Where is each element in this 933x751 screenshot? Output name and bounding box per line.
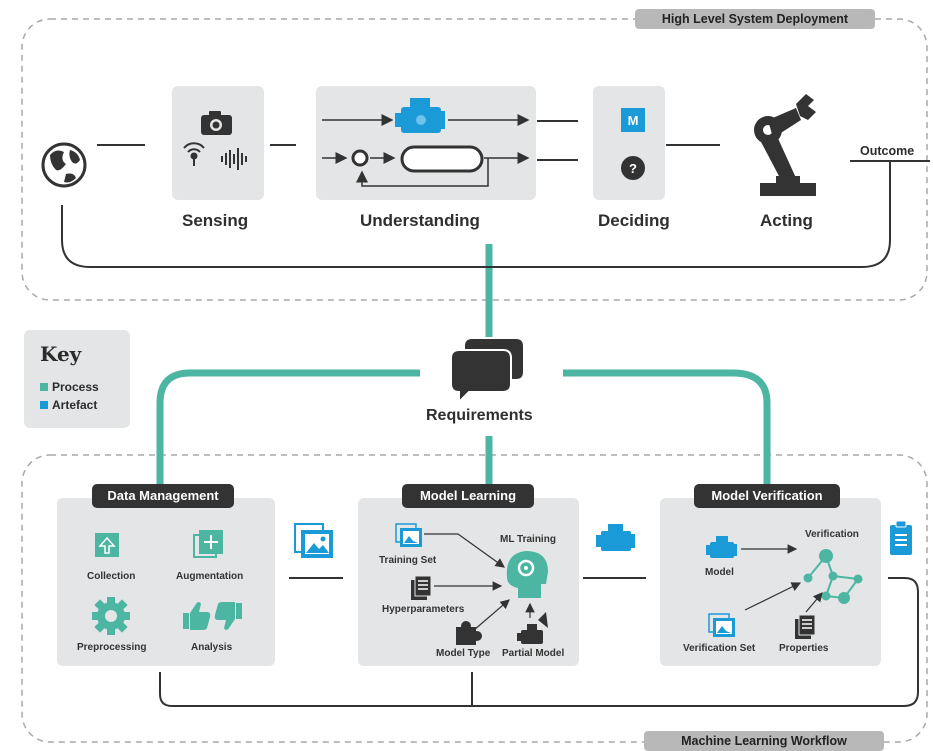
verification-model-icon: [706, 536, 737, 558]
hyperparameters-doc-icon: [411, 575, 432, 600]
model-label: Model: [705, 567, 734, 578]
workflow-section-title: Machine Learning Workflow: [644, 731, 884, 751]
model-learning-header: Model Learning: [402, 484, 534, 508]
decision-badge-text: M: [628, 113, 639, 128]
collection-label: Collection: [87, 571, 136, 582]
deployment-container: [21, 18, 928, 301]
globe-icon: [41, 142, 87, 188]
ml-training-head-icon: [506, 551, 548, 598]
sensing-panel: [172, 86, 264, 200]
understanding-label: Understanding: [360, 211, 480, 230]
dataset-image-icon: [294, 523, 333, 558]
model-type-label: Model Type: [436, 648, 491, 659]
verification-set-icon: [708, 613, 735, 637]
verification-arrows: [741, 544, 823, 613]
key-process-label: Process: [52, 380, 99, 394]
engine-model-icon: [395, 98, 445, 133]
understanding-flow: [322, 114, 530, 187]
key-artefact-label: Artefact: [52, 398, 98, 412]
data-management-panel: [57, 498, 275, 666]
requirements-chat-icon: [450, 337, 525, 405]
sound-wave-icon: [221, 148, 247, 170]
process-swatch: [40, 383, 48, 391]
workflow-flow-lines: [159, 577, 919, 707]
requirements-connectors: [156, 244, 771, 488]
model-type-puzzle-icon: [456, 621, 482, 645]
deployment-flow-lines: [61, 120, 930, 268]
deciding-label: Deciding: [598, 211, 670, 230]
analysis-thumbs-icon: [183, 602, 242, 630]
preprocessing-label: Preprocessing: [77, 642, 147, 653]
data-management-header: Data Management: [92, 484, 234, 508]
key-title: Key: [40, 342, 82, 366]
camera-icon: [201, 111, 232, 135]
verification-set-label: Verification Set: [683, 643, 756, 654]
artefact-swatch: [40, 401, 48, 409]
understanding-panel: [316, 86, 536, 200]
sensing-label: Sensing: [182, 211, 249, 230]
deciding-panel: [593, 86, 665, 200]
augmentation-label: Augmentation: [176, 571, 244, 582]
acting-label: Acting: [760, 211, 813, 230]
hyperparameters-label: Hyperparameters: [382, 604, 465, 615]
augmentation-icon: [193, 530, 223, 558]
key-artefact: Artefact: [40, 398, 97, 412]
partial-model-label: Partial Model: [502, 648, 565, 659]
preprocessing-gear-icon: [92, 597, 130, 635]
question-icon-text: ?: [629, 161, 637, 176]
trained-model-engine-icon: [596, 524, 635, 551]
key-legend: Key Process Artefact: [24, 330, 130, 428]
ml-training-label: ML Training: [500, 534, 556, 545]
antenna-icon: [183, 142, 205, 166]
properties-doc-icon: [795, 614, 816, 639]
deployment-section-title: High Level System Deployment: [635, 9, 875, 29]
model-learning-arrows: [424, 533, 535, 631]
key-process: Process: [40, 380, 99, 394]
question-icon: ?: [621, 156, 645, 180]
collection-icon: [95, 533, 119, 557]
verification-graph-icon: [803, 549, 863, 604]
decision-badge: M: [621, 108, 645, 132]
properties-label: Properties: [779, 643, 829, 654]
model-verification-header: Model Verification: [694, 484, 840, 508]
state-loop-icon: [351, 145, 484, 173]
requirements-label: Requirements: [426, 407, 533, 424]
model-verification-panel: [660, 498, 881, 666]
training-set-label: Training Set: [379, 555, 437, 566]
analysis-label: Analysis: [191, 642, 233, 653]
outcome-label: Outcome: [860, 144, 915, 158]
report-clipboard-icon: [890, 520, 912, 555]
verification-label: Verification: [805, 529, 859, 540]
training-set-icon: [395, 523, 422, 547]
robot-arm-icon: [754, 94, 816, 196]
partial-model-icon: [517, 612, 548, 644]
